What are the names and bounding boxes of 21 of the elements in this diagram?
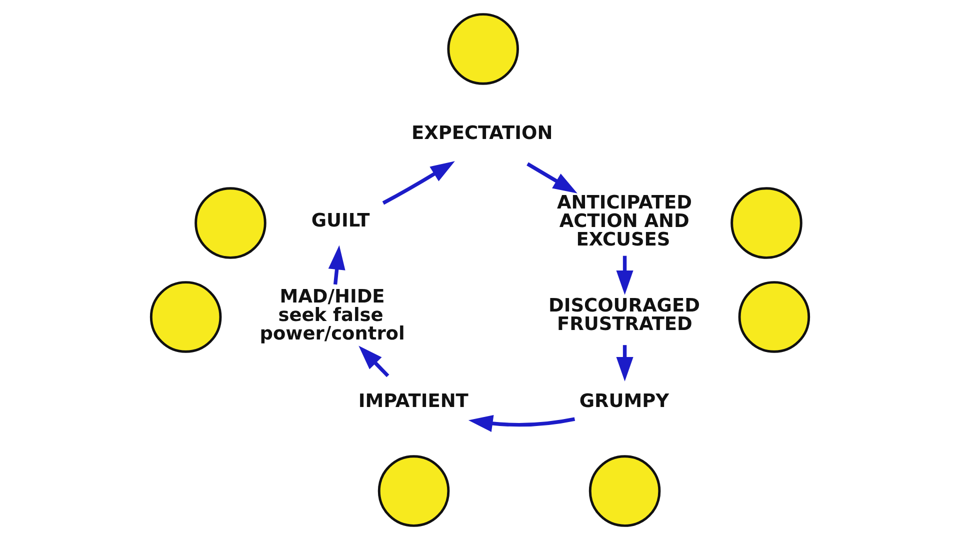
arrow [616,256,634,295]
node-text: GRUMPY [579,391,670,412]
arrow [526,162,578,194]
node-circle [588,455,661,527]
node-text: EXPECTATION [411,123,553,144]
node-circle [378,455,450,527]
node-circle [447,13,519,85]
node-text: MAD/HIDE seek false power/control [260,286,405,344]
arrow [616,345,634,382]
node-text: GUILT [311,210,370,232]
arrow [468,415,576,432]
node-circle [150,281,222,353]
node-text: DISCOURAGED FRUSTRATED [548,296,700,336]
node-circle [730,187,802,259]
node-text: ANTICIPATED ACTION AND EXCUSES [557,192,692,251]
node-circle [738,281,810,353]
arrow [328,245,346,285]
node-circle [194,187,266,259]
arrow [358,346,390,378]
node-text: IMPATIENT [358,391,468,412]
arrow [382,161,455,205]
